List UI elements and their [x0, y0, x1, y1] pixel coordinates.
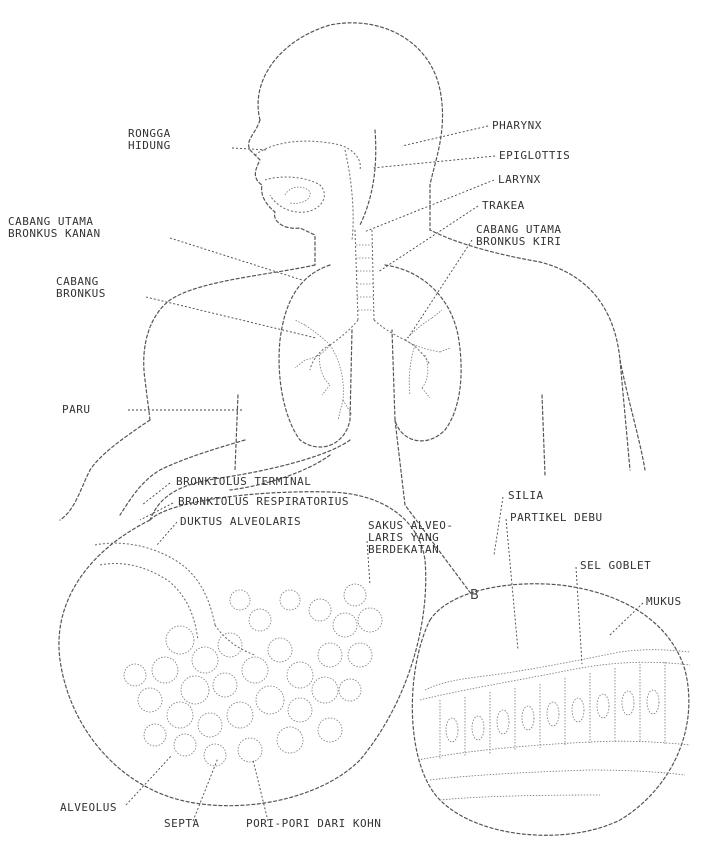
nasal-cavity	[255, 141, 360, 170]
right-bronchus	[374, 320, 430, 365]
label-sel-goblet: SEL GOBLET	[580, 560, 651, 572]
label-epiglottis: EPIGLOTTIS	[499, 150, 570, 162]
bronchiole-branch	[95, 543, 255, 655]
label-bronkus-kiri: CABANG UTAMA BRONKUS KIRI	[476, 224, 561, 248]
face-outline	[249, 120, 315, 265]
right-bronchial-tree	[405, 310, 450, 398]
left-lung	[279, 265, 352, 447]
trachea-rings	[356, 245, 374, 310]
pharynx-line	[345, 150, 353, 240]
left-bronchus	[310, 320, 358, 370]
label-partikel-debu: PARTIKEL DEBU	[510, 512, 603, 524]
leader-lines	[126, 126, 643, 821]
label-sakus-alveolaris: SAKUS ALVEO- LARIS YANG BERDEKATAN	[368, 520, 453, 556]
epithelium-connector	[395, 420, 472, 595]
label-bronkus-kanan: CABANG UTAMA BRONKUS KANAN	[8, 216, 101, 240]
left-shoulder-outline	[144, 265, 315, 420]
tongue	[285, 187, 310, 203]
label-sakus-alveolaris-line3: BERDEKATAN	[368, 544, 453, 556]
epithelium-circle	[412, 584, 689, 836]
label-trakea: TRAKEA	[482, 200, 525, 212]
label-pharynx: PHARYNX	[492, 120, 542, 132]
label-septa: SEPTA	[164, 818, 200, 830]
head-outline	[258, 23, 630, 470]
alveoli-clusters	[124, 584, 382, 766]
label-duktus-alveolaris: DUKTUS ALVEOLARIS	[180, 516, 301, 528]
oral-cavity	[265, 177, 324, 212]
label-cabang-bronkus-line2: BRONKUS	[56, 288, 106, 300]
label-cabang-bronkus: CABANG BRONKUS	[56, 276, 106, 300]
label-bronkiolus-terminal: BRONKIOLUS TERMINAL	[176, 476, 311, 488]
label-larynx: LARYNX	[498, 174, 541, 186]
label-mukus: MUKUS	[646, 596, 682, 608]
label-paru: PARU	[62, 404, 91, 416]
neck-outline	[360, 130, 376, 225]
epithelium-cells	[418, 650, 690, 800]
figure-letter: B	[470, 588, 479, 603]
label-pori-pori: PORI-PORI DARI KOHN	[246, 818, 381, 830]
label-bronkiolus-respiratorius: BRONKIOLUS RESPIRATORIUS	[178, 496, 349, 508]
trachea-right	[372, 230, 374, 320]
label-alveolus: ALVEOLUS	[60, 802, 117, 814]
left-arm	[60, 420, 150, 520]
left-torso-outline	[235, 395, 238, 470]
label-bronkus-kiri-line2: BRONKUS KIRI	[476, 236, 561, 248]
label-bronkus-kanan-line2: BRONKUS KANAN	[8, 228, 101, 240]
right-lung	[385, 265, 461, 441]
label-silia: SILIA	[508, 490, 544, 502]
label-rongga-hidung-line2: HIDUNG	[128, 140, 171, 152]
right-torso-outline	[542, 395, 545, 475]
right-arm	[620, 360, 645, 470]
label-rongga-hidung: RONGGA HIDUNG	[128, 128, 171, 152]
trachea-left	[355, 230, 358, 320]
